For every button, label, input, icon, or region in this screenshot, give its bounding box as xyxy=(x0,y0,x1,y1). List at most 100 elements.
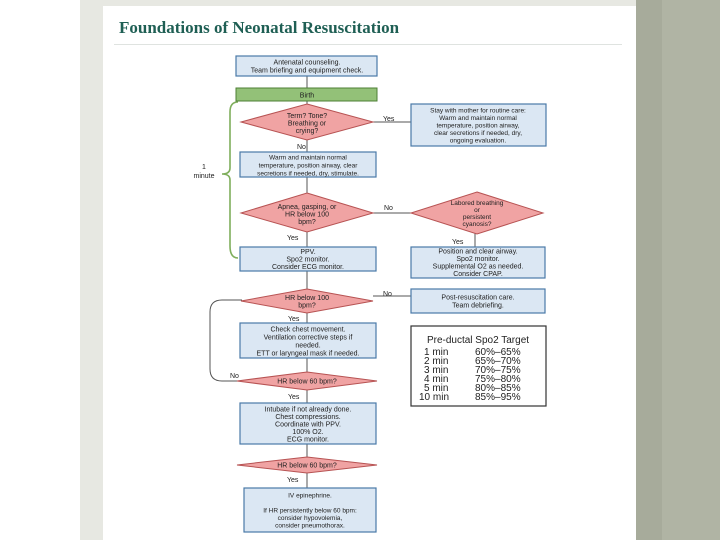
node-text-line: Apnea, gasping, or xyxy=(278,204,337,211)
decision-hr-60-a xyxy=(236,371,378,391)
node-text-line: Ventilation corrective steps if xyxy=(264,335,353,342)
routine-care-box xyxy=(410,103,547,147)
counseling-text: Antenatal counseling.Team briefing and e… xyxy=(251,60,364,75)
node-text-line: ongoing evaluation. xyxy=(450,138,507,145)
node-text-line: Chest compressions. xyxy=(275,414,340,421)
node-text-line: ETT or laryngeal mask if needed. xyxy=(257,351,360,358)
node-text-line: HR below 60 bpm? xyxy=(277,463,337,470)
node-text-line: consider hypovolemia, xyxy=(278,515,343,522)
birth-text: Birth xyxy=(300,93,315,100)
page-title: Foundations of Neonatal Resuscitation xyxy=(119,18,400,37)
counseling-box xyxy=(235,55,378,77)
spo2-row-time: 2 min xyxy=(424,356,448,367)
node-text-line: Team briefing and equipment check. xyxy=(251,68,364,75)
node-text-line: Spo2 monitor. xyxy=(286,257,329,264)
node-text-line: Stay with mother for routine care: xyxy=(430,108,526,115)
edge-label-d4-yes: Yes xyxy=(288,316,300,323)
node-text-line: Intubate if not already done. xyxy=(265,407,352,414)
clear-airway-text: Position and clear airway.Spo2 monitor.S… xyxy=(433,248,524,278)
spo2-row-time: 5 min xyxy=(424,383,448,394)
edge-label-d6-yes: Yes xyxy=(287,477,299,484)
node-text-line: HR below 60 bpm? xyxy=(277,379,337,386)
node-text-line: clear secretions if needed, dry, xyxy=(434,130,522,137)
node-text-line: If HR persistently below 60 bpm: xyxy=(263,508,357,515)
intubate-text: Intubate if not already done.Chest compr… xyxy=(265,407,352,444)
node-text-line: Breathing or xyxy=(288,121,327,128)
edge-label-d5-no: No xyxy=(230,373,239,380)
spo2-row-value: 85%–95% xyxy=(475,392,521,403)
minute-label-number: 1 xyxy=(202,164,206,171)
spo2-row-value: 80%–85% xyxy=(475,383,521,394)
birth-box xyxy=(235,87,378,102)
decision-apnea xyxy=(239,192,375,233)
node-text-line: temperature, position airway, xyxy=(437,123,520,130)
node-text-line: cyanosis? xyxy=(463,221,492,228)
node-text-line: persistent xyxy=(463,214,491,221)
spo2-row-value: 75%–80% xyxy=(475,374,521,385)
node-text-line: PPV. xyxy=(300,249,315,256)
node-text-line: HR below 100 xyxy=(285,212,329,219)
edge-label-d1-no: No xyxy=(297,144,306,151)
decision-term-tone xyxy=(239,103,375,141)
right-border-inner xyxy=(662,0,720,540)
check-chest-text: Check chest movement.Ventilation correct… xyxy=(257,327,360,358)
node-text-line: Team debriefing. xyxy=(452,303,504,310)
node-text-line: bpm? xyxy=(298,302,316,309)
spo2-row-time: 10 min xyxy=(419,392,449,403)
edge-label-d5-yes: Yes xyxy=(288,394,300,401)
post-resuscitation-text: Post-resuscitation care.Team debriefing. xyxy=(441,295,514,310)
node-text-line: temperature, position airway, clear xyxy=(259,163,359,170)
intubate-box xyxy=(239,402,377,445)
spo2-target-title: Pre-ductal Spo2 Target xyxy=(427,335,529,346)
decision-labored xyxy=(409,191,545,235)
node-text-line: bpm? xyxy=(298,219,316,226)
node-text-line: Consider ECG monitor. xyxy=(272,264,344,271)
node-text-line: Warm and maintain normal xyxy=(439,115,517,122)
node-text-line: Position and clear airway. xyxy=(438,248,517,255)
ppv-box xyxy=(239,246,377,272)
spo2-row-value: 70%–75% xyxy=(475,365,521,376)
node-text-line: Coordinate with PPV. xyxy=(275,422,341,429)
post-resuscitation-box xyxy=(410,288,546,314)
spo2-row-value: 65%–70% xyxy=(475,356,521,367)
node-text-line: Check chest movement. xyxy=(270,327,345,334)
node-text-line: Supplemental O2 as needed. xyxy=(433,263,524,270)
node-text-line: ECG monitor. xyxy=(287,437,329,444)
edge-label-d4-no: No xyxy=(383,291,392,298)
node-text-line: Warm and maintain normal xyxy=(269,155,347,162)
edge-label-d2-no: No xyxy=(384,205,393,212)
node-text-line: Labored breathing xyxy=(451,200,504,207)
title-rule xyxy=(114,44,622,45)
spo2-row-value: 60%–65% xyxy=(475,347,521,358)
edge-label-d2-yes: Yes xyxy=(287,235,299,242)
spo2-row-time: 1 min xyxy=(424,347,448,358)
routine-care-text: Stay with mother for routine care:Warm a… xyxy=(430,108,526,145)
node-text-line: 100% O2. xyxy=(292,429,323,436)
spo2-target-table xyxy=(410,325,547,407)
node-text-line: Post-resuscitation care. xyxy=(441,295,514,302)
decision-hr-60-a-text: HR below 60 bpm? xyxy=(277,379,337,386)
decision-hr-100 xyxy=(240,288,374,314)
node-text-line: crying? xyxy=(296,128,319,135)
spo2-row-time: 4 min xyxy=(424,374,448,385)
node-text-line: Spo2 monitor. xyxy=(456,256,499,263)
ppv-text: PPV.Spo2 monitor.Consider ECG monitor. xyxy=(272,249,344,271)
clear-airway-box xyxy=(410,246,546,279)
node-text-line: consider pneumothorax. xyxy=(275,523,345,530)
one-minute-bracket xyxy=(221,101,239,259)
epinephrine-text: IV epinephrine.If HR persistently below … xyxy=(263,493,357,530)
check-chest-box xyxy=(239,322,377,359)
node-text-line: Term? Tone? xyxy=(287,113,327,120)
node-text-line: or xyxy=(474,207,481,214)
node-text-line: Antenatal counseling. xyxy=(274,60,341,67)
spo2-target-rows: 1 min 60%–65% 2 min 65%–70% 3 min 70%–75… xyxy=(419,347,521,403)
node-text-line: Birth xyxy=(300,93,315,100)
node-text-line: needed. xyxy=(295,343,320,350)
node-text-line: HR below 100 xyxy=(285,295,329,302)
node-text-line: secretions if needed, dry, stimulate. xyxy=(257,171,359,178)
